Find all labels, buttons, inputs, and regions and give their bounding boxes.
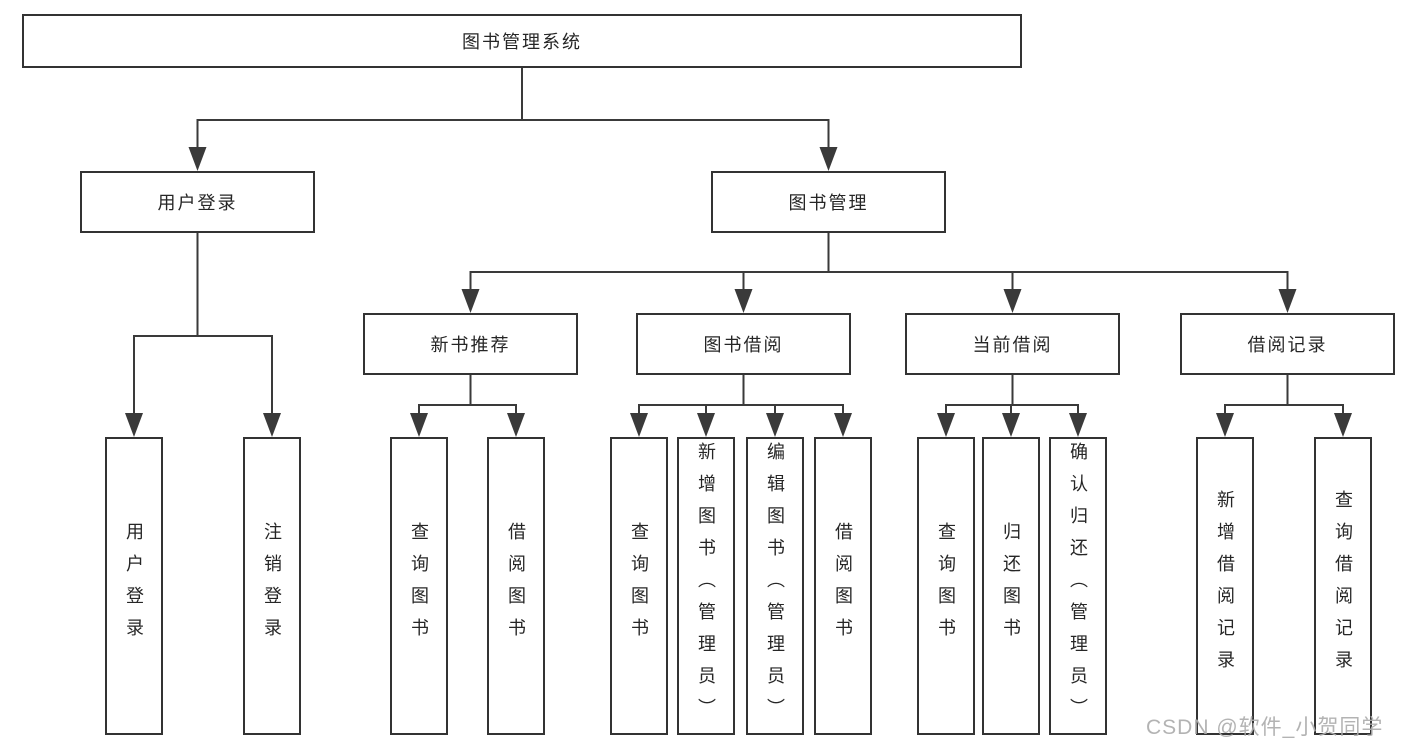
leaf-label: 注销登录 xyxy=(262,522,282,650)
leaf-query-books-recommend: 查询图书 xyxy=(390,437,448,735)
leaf-user-login: 用户登录 xyxy=(105,437,163,735)
node-label: 图书管理系统 xyxy=(462,32,582,52)
leaf-return-book: 归还图书 xyxy=(982,437,1040,735)
leaf-label: 查询图书 xyxy=(936,522,956,650)
leaf-logout: 注销登录 xyxy=(243,437,301,735)
leaf-label: 用户登录 xyxy=(124,522,144,650)
leaf-query-books-borrow: 查询图书 xyxy=(610,437,668,735)
leaf-edit-book-admin: 编辑图书（管理员） xyxy=(746,437,804,735)
node-book-borrow: 图书借阅 xyxy=(636,313,851,375)
node-book-management: 图书管理 xyxy=(711,171,946,233)
node-library-system: 图书管理系统 xyxy=(22,14,1022,68)
node-label: 当前借阅 xyxy=(972,335,1053,355)
leaf-label: 查询借阅记录 xyxy=(1333,490,1353,682)
node-label: 图书借阅 xyxy=(703,335,784,355)
leaf-label: 借阅图书 xyxy=(833,522,853,650)
leaf-add-book-admin: 新增图书（管理员） xyxy=(677,437,735,735)
leaf-confirm-return-admin: 确认归还（管理员） xyxy=(1049,437,1107,735)
leaf-label: 新增图书（管理员） xyxy=(696,442,716,730)
leaf-label: 新增借阅记录 xyxy=(1215,490,1235,682)
leaf-label: 归还图书 xyxy=(1001,522,1021,650)
leaf-borrow-books: 借阅图书 xyxy=(814,437,872,735)
node-label: 借阅记录 xyxy=(1247,335,1328,355)
leaf-add-borrow-record: 新增借阅记录 xyxy=(1196,437,1254,735)
leaf-label: 编辑图书（管理员） xyxy=(765,442,785,730)
node-user-login: 用户登录 xyxy=(80,171,315,233)
leaf-label: 查询图书 xyxy=(409,522,429,650)
leaf-query-borrow-record: 查询借阅记录 xyxy=(1314,437,1372,735)
leaf-label: 确认归还（管理员） xyxy=(1068,442,1088,730)
node-borrow-records: 借阅记录 xyxy=(1180,313,1395,375)
leaf-query-books-current: 查询图书 xyxy=(917,437,975,735)
leaf-label: 借阅图书 xyxy=(506,522,526,650)
node-new-book-recommend: 新书推荐 xyxy=(363,313,578,375)
csdn-watermark: CSDN @软件_小贺同学 xyxy=(1146,716,1384,739)
node-label: 用户登录 xyxy=(157,193,238,213)
leaf-label: 查询图书 xyxy=(629,522,649,650)
leaf-borrow-books-recommend: 借阅图书 xyxy=(487,437,545,735)
node-current-borrow: 当前借阅 xyxy=(905,313,1120,375)
node-label: 新书推荐 xyxy=(430,335,511,355)
node-label: 图书管理 xyxy=(788,193,869,213)
